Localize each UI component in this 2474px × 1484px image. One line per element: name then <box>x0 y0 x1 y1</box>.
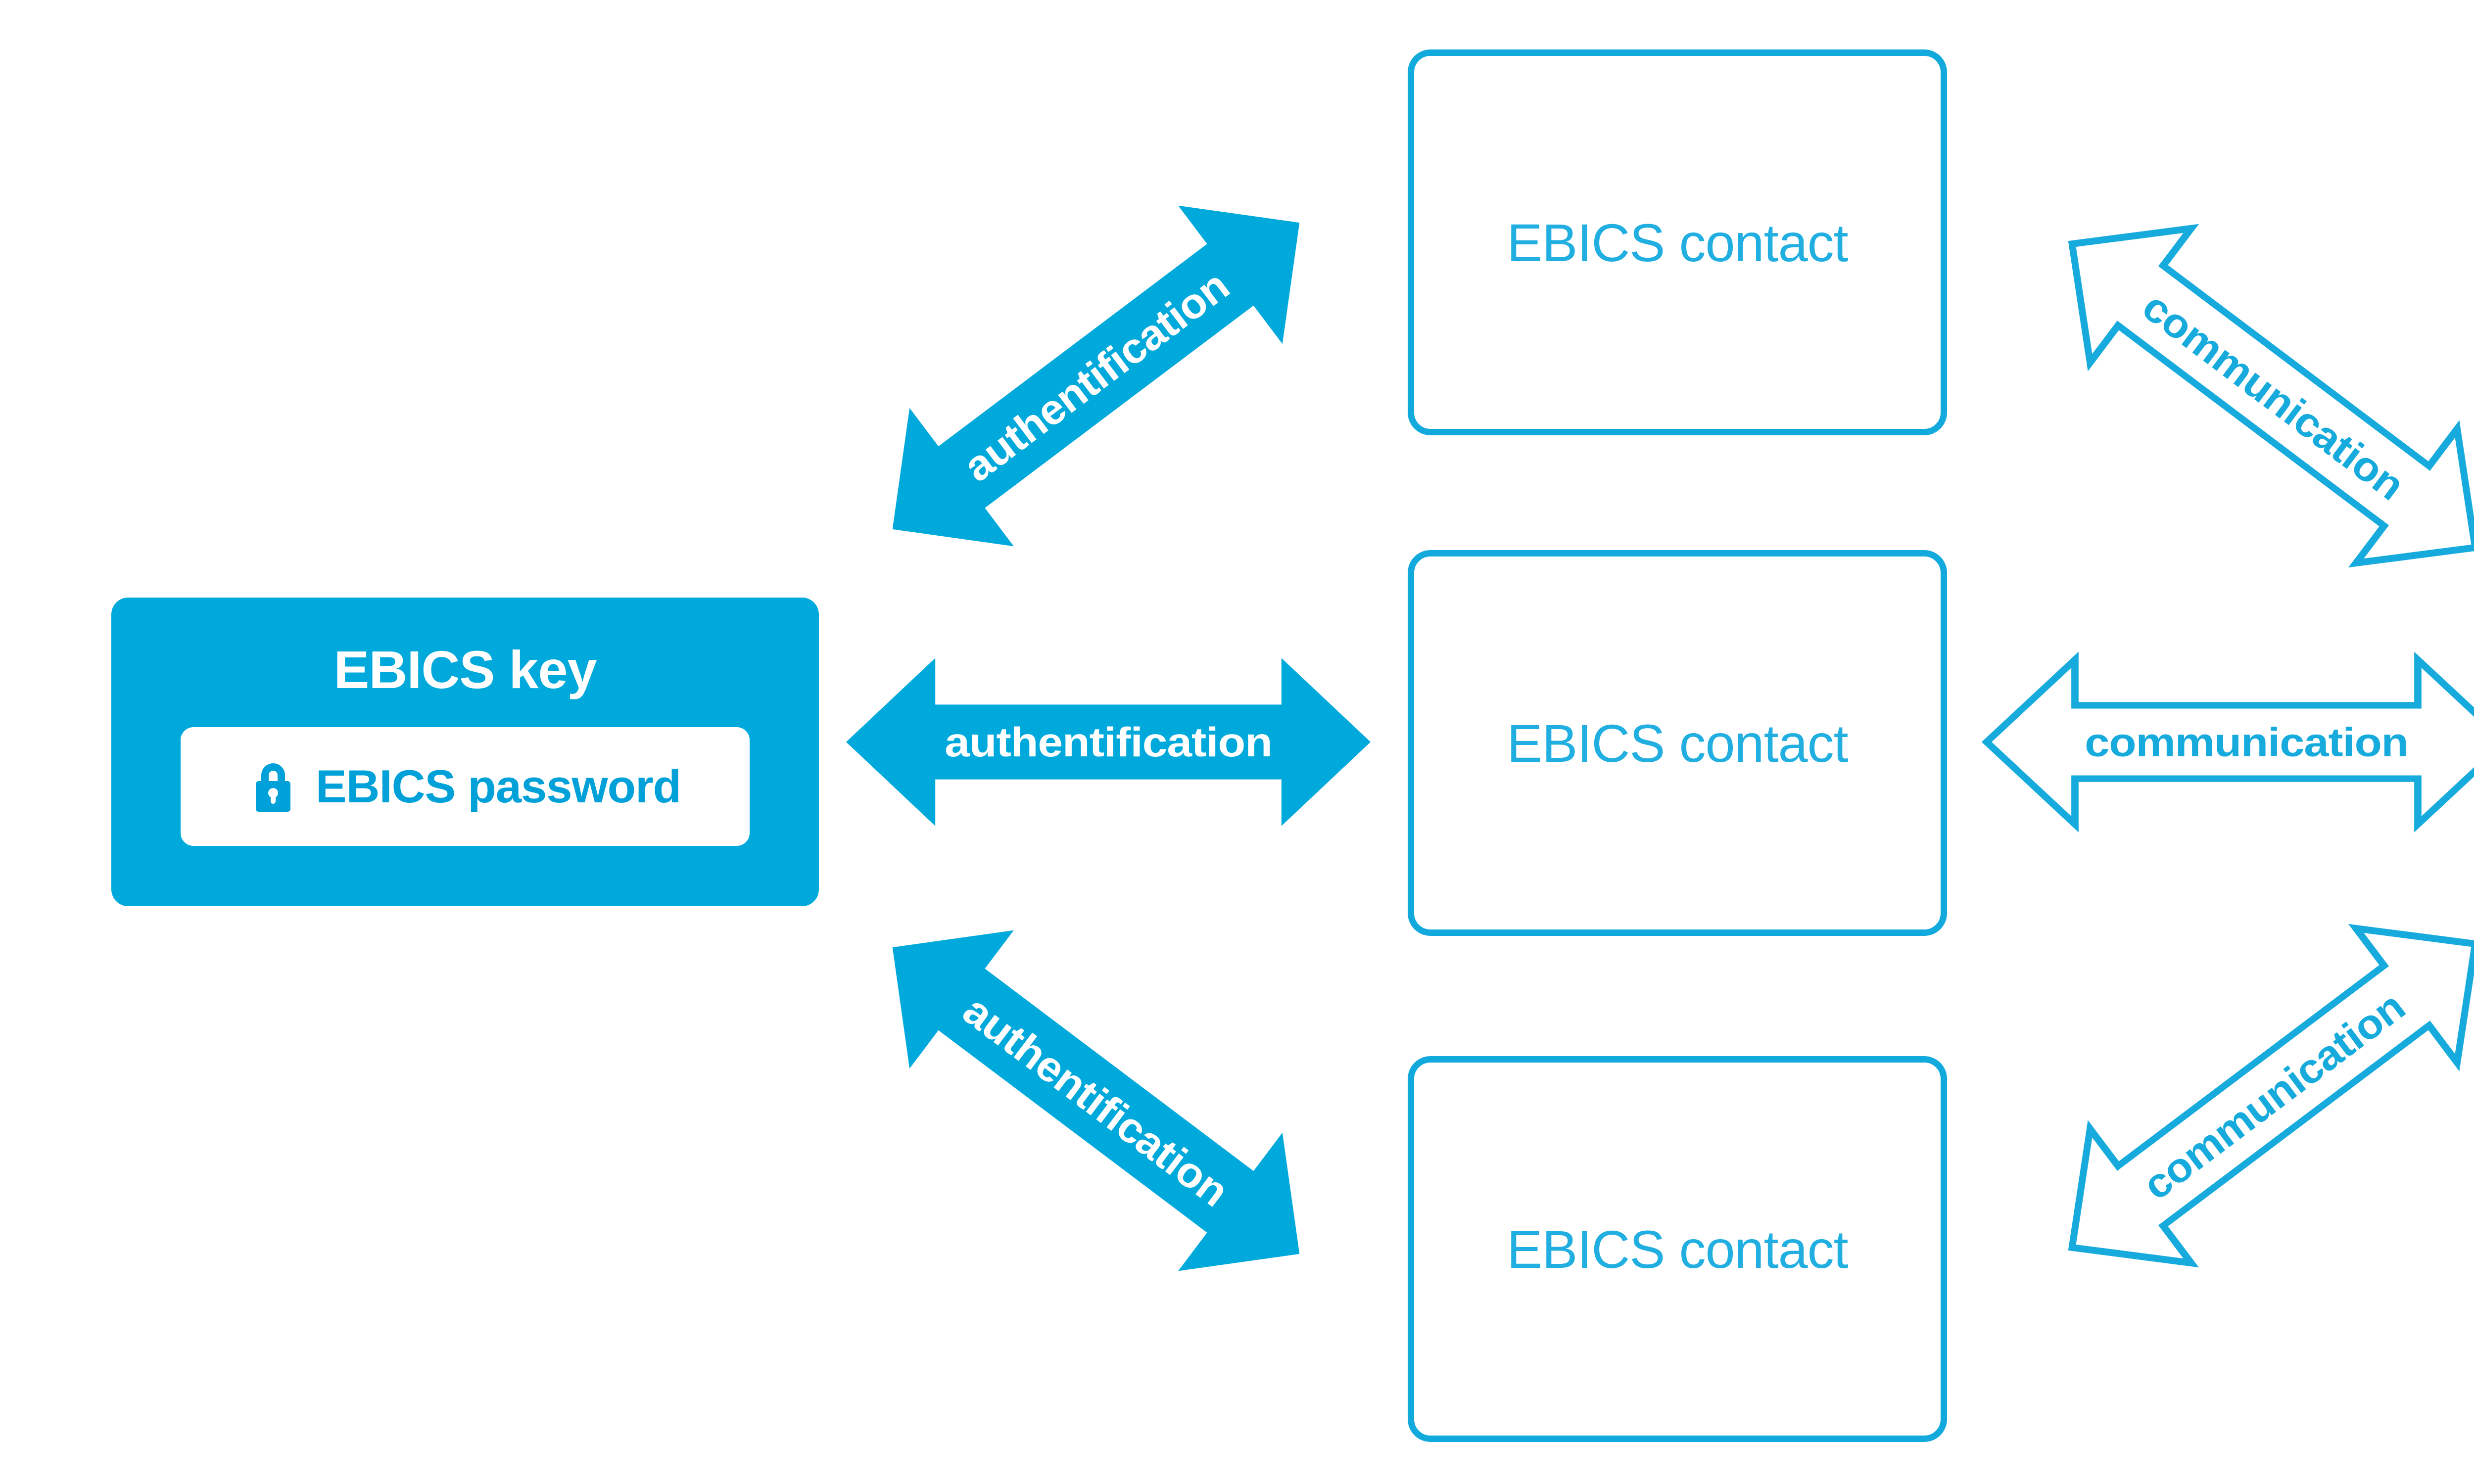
ebics-password-pill[interactable]: EBICS password <box>181 727 750 846</box>
ebics-contact-box-middle[interactable]: EBICS contact <box>1408 550 1947 936</box>
ebics-contact-label-bottom: EBICS contact <box>1507 1219 1848 1279</box>
arrow-label-communication-bottom: communication <box>2135 983 2413 1209</box>
arrow-authentification-top: authentification <box>840 153 1352 599</box>
arrow-label-authentification-bottom: authentification <box>954 986 1237 1215</box>
arrow-authentification-bottom: authentification <box>840 878 1352 1323</box>
arrow-label-authentification-top: authentification <box>955 262 1237 491</box>
arrow-authentification-middle: authentification <box>846 658 1371 826</box>
ebics-contact-box-top[interactable]: EBICS contact <box>1408 49 1947 435</box>
arrow-communication-top: communication <box>2022 177 2474 615</box>
ebics-key-title: EBICS key <box>333 640 597 699</box>
arrow-label-communication-top: communication <box>2134 283 2413 509</box>
arrow-label-authentification-middle: authentification <box>945 719 1272 766</box>
ebics-contact-box-bottom[interactable]: EBICS contact <box>1408 1056 1947 1442</box>
ebics-password-label: EBICS password <box>315 760 681 812</box>
ebics-key-card[interactable]: EBICS key EBICS password <box>111 598 819 906</box>
arrow-label-communication-middle: communication <box>2085 720 2408 765</box>
lock-icon <box>255 763 290 812</box>
ebics-contact-label-middle: EBICS contact <box>1507 713 1848 773</box>
ebics-contact-label-top: EBICS contact <box>1507 212 1848 273</box>
arrow-communication-bottom: communication <box>2022 877 2474 1315</box>
arrow-communication-middle: communication <box>1987 660 2474 825</box>
